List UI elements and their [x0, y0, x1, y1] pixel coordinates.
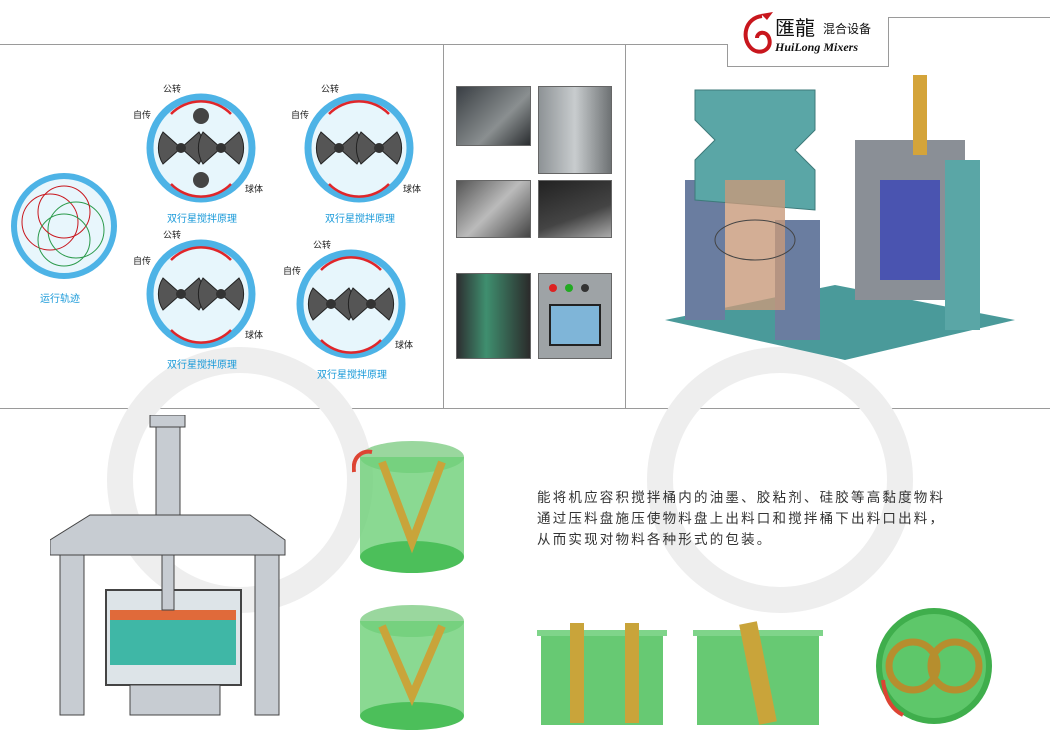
divider-2 [625, 44, 626, 408]
label-body: 球体 [403, 185, 422, 195]
label-rotation: 自传 [133, 111, 152, 121]
mixing-tank-render-3 [537, 623, 667, 725]
label-rotation: 自传 [133, 257, 152, 267]
diagram-caption: 双行星搅拌原理 [317, 370, 387, 381]
header-line-right [888, 17, 1050, 18]
diagram-caption: 双行星搅拌原理 [167, 214, 237, 225]
label-rotation: 自传 [283, 267, 302, 277]
control-panel-photo-3 [538, 180, 612, 238]
logo-box-right [888, 17, 889, 67]
drive-module-photo [456, 273, 531, 359]
brand-name-en: HuiLong Mixers [775, 40, 859, 54]
label-revolution: 公转 [313, 241, 332, 251]
mixing-tank-render-1 [352, 441, 464, 573]
divider-1 [443, 44, 444, 408]
planetary-mixer-icon [304, 93, 414, 203]
diagram-caption: 双行星搅拌原理 [325, 214, 395, 225]
planetary-mixer-icon [296, 249, 406, 359]
logo-box-bottom [727, 66, 889, 67]
section-divider [0, 408, 1050, 409]
label-body: 球体 [395, 341, 414, 351]
orbit-track-diagram [11, 173, 117, 279]
touchscreen-panel-photo [538, 273, 612, 359]
track-caption: 运行轨迹 [40, 294, 80, 305]
logo-box-left [727, 44, 728, 67]
control-panel-photo-2 [456, 180, 531, 238]
brand-logo: 匯龍 混合设备 HuiLong Mixers [735, 6, 885, 62]
mixing-tank-topview-render [876, 608, 992, 724]
label-revolution: 公转 [163, 231, 182, 241]
mixer-machine-3d [665, 75, 1015, 360]
dragon-logo-icon [743, 12, 773, 54]
diagram-caption: 双行星搅拌原理 [167, 360, 237, 371]
control-panel-photo-1 [456, 86, 531, 146]
brand-tagline: 混合设备 [823, 22, 872, 36]
planetary-mixer-icon [146, 93, 256, 203]
mixing-tank-render-2 [360, 605, 464, 730]
label-revolution: 公转 [163, 85, 182, 95]
brand-name-cn: 匯龍 [775, 16, 815, 40]
header-line [0, 44, 728, 45]
label-body: 球体 [245, 331, 264, 341]
label-revolution: 公转 [321, 85, 340, 95]
label-body: 球体 [245, 185, 264, 195]
planetary-mixer-icon [146, 239, 256, 349]
control-cabinet-photo [538, 86, 612, 174]
mixing-tank-render-4 [693, 621, 823, 725]
press-machine-diagram [50, 415, 286, 716]
label-rotation: 自传 [291, 111, 310, 121]
description-text: 能将机应容积搅拌桶内的油墨、胶粘剂、硅胶等高黏度物料通过压料盘施压使物料盘上出料… [537, 490, 946, 548]
